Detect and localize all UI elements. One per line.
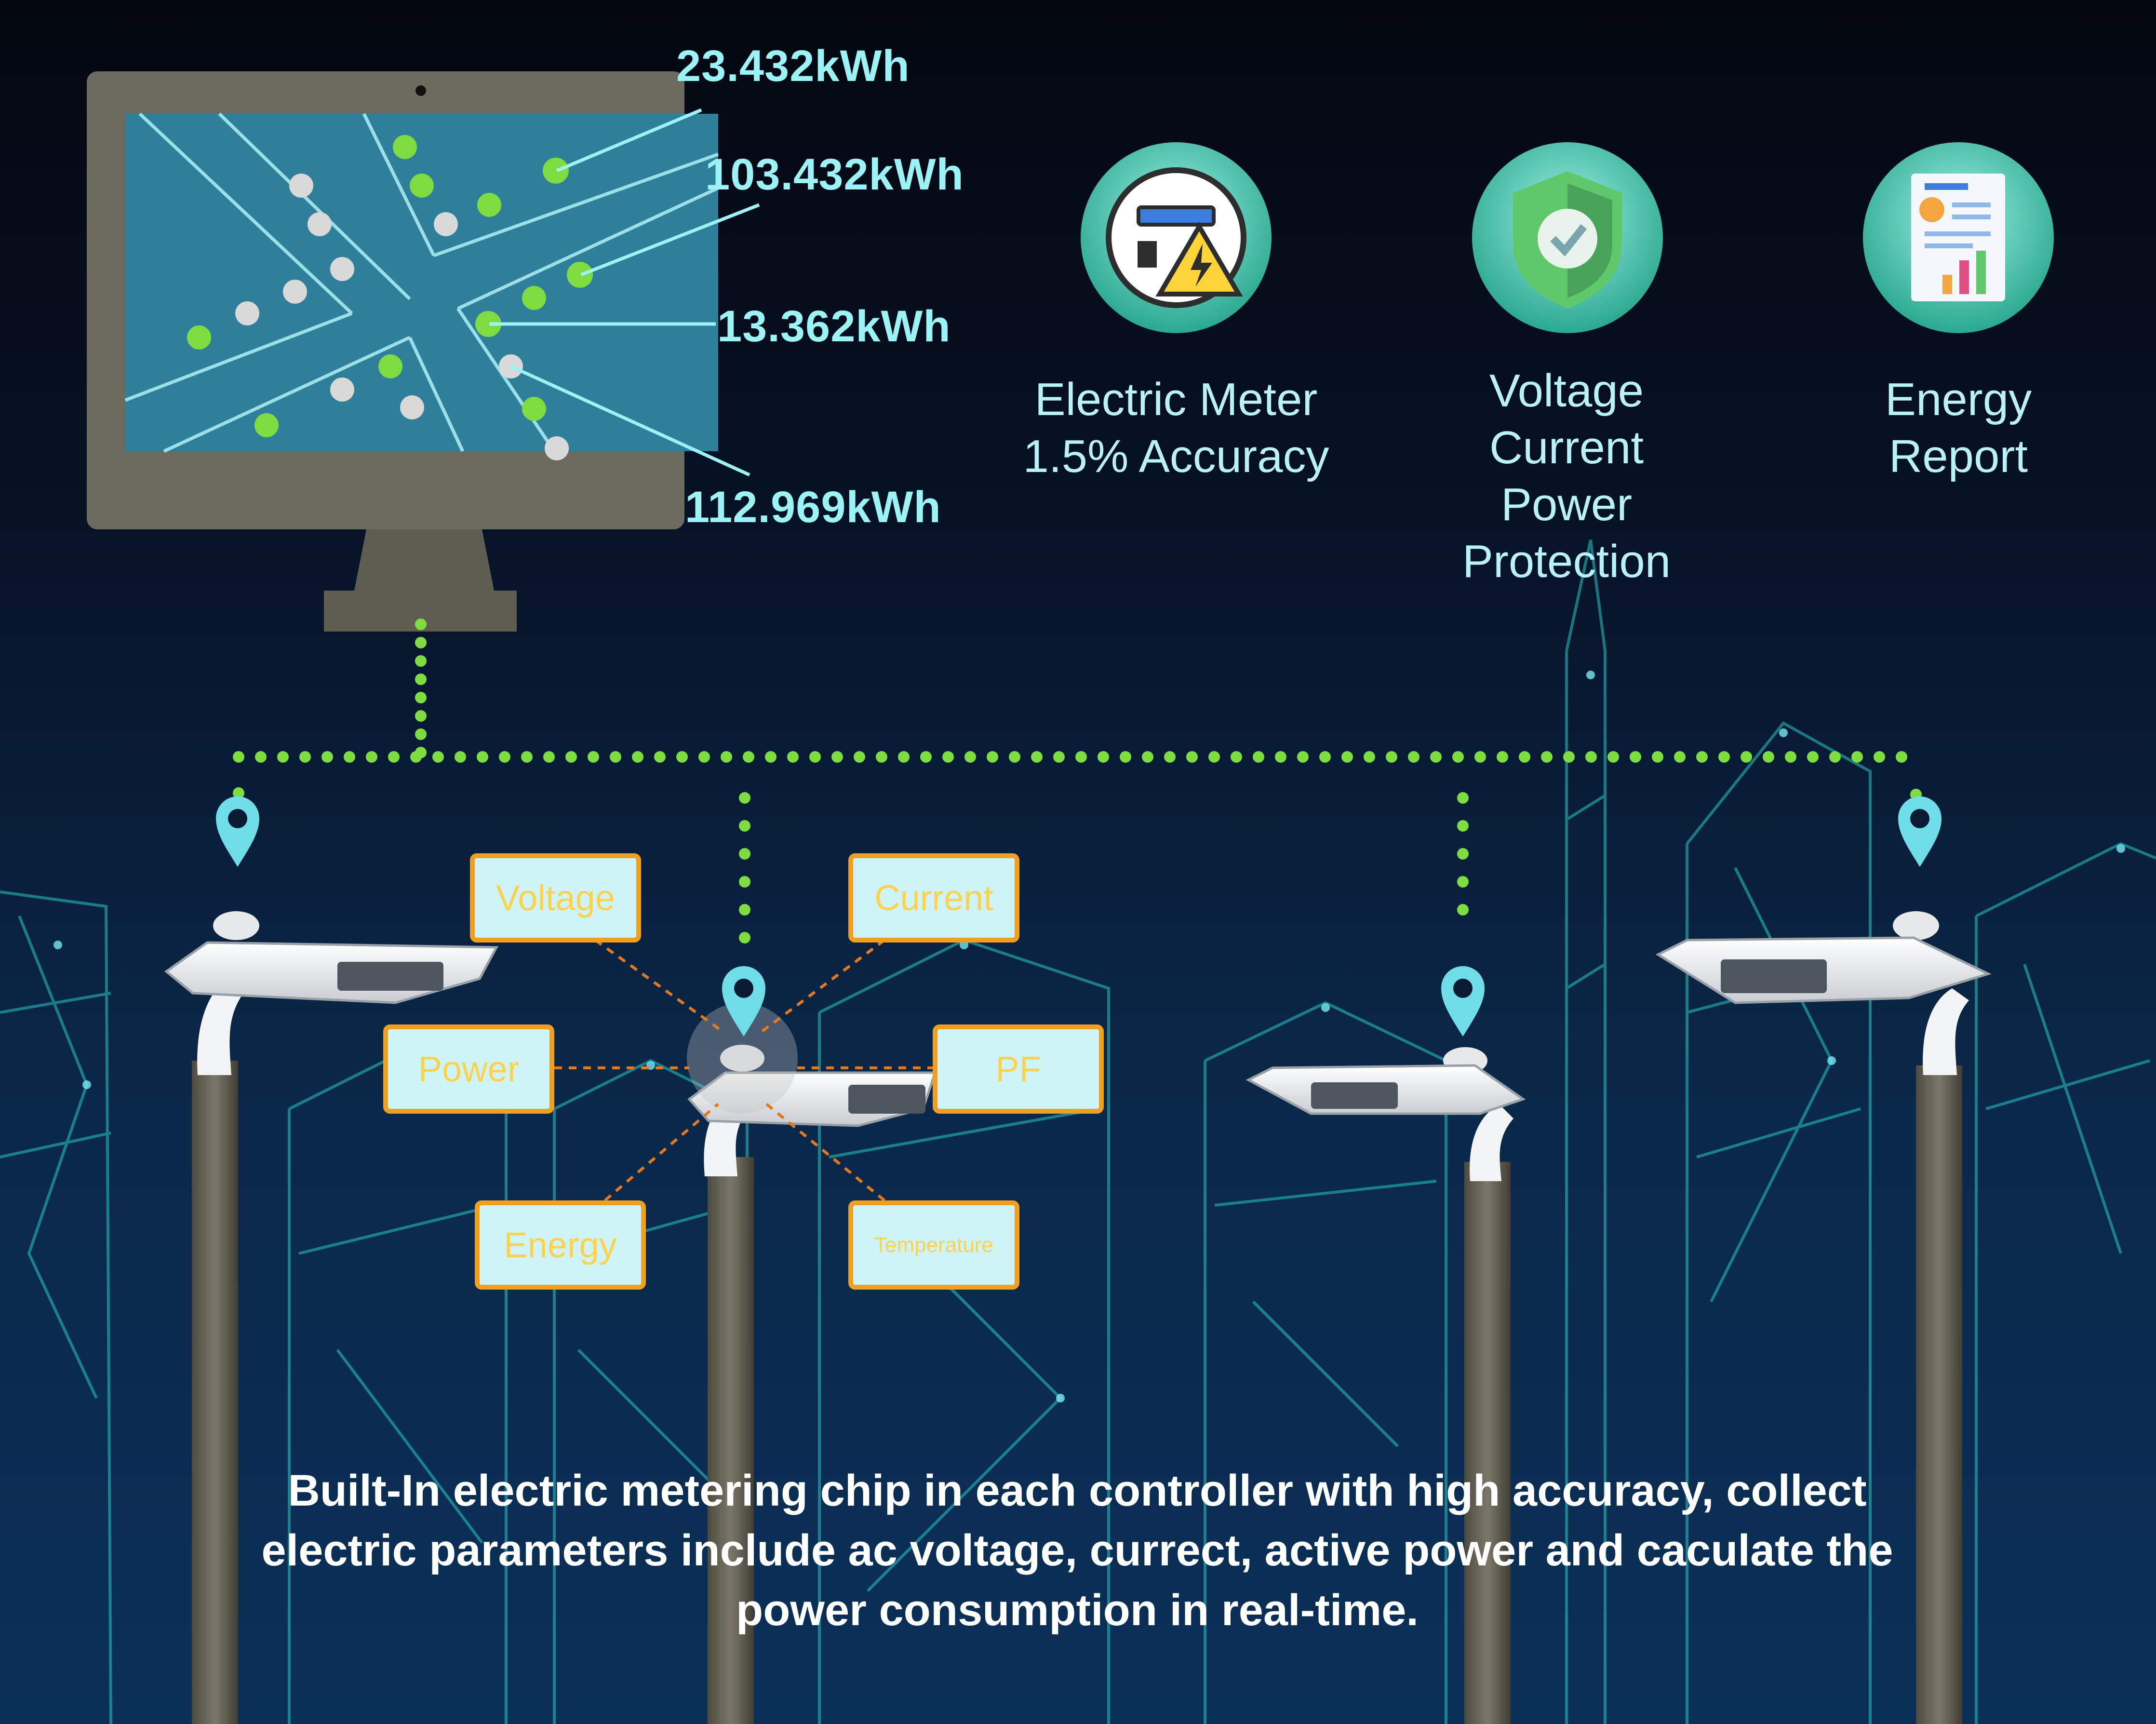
caption-line-2: electric parameters include ac voltage, … [261, 1526, 1893, 1575]
feature-protection-line-1: Voltage [1489, 365, 1644, 417]
param-pf-box: PF [933, 1024, 1104, 1114]
param-power-box: Power [383, 1024, 554, 1114]
monitor [87, 71, 760, 632]
meter-feature-icon [1081, 142, 1272, 333]
param-voltage-box: Voltage [470, 853, 641, 943]
street-light-3 [1245, 1047, 1526, 1724]
report-feature-icon [1863, 142, 2054, 333]
parameter-connectors [554, 939, 935, 1202]
reading-3: 13.362kWh [717, 302, 951, 351]
caption-line-3: power consumption in real-time. [736, 1586, 1419, 1635]
controller-highlight [687, 1003, 798, 1114]
param-temperature-box: Temperature [848, 1200, 1019, 1290]
street-light-4 [1655, 911, 1992, 1724]
network-connection-lines [233, 619, 1922, 965]
intersection-map [124, 112, 719, 453]
feature-protection-label: Voltage Current Power Protection [1398, 363, 1735, 590]
feature-meter-line-2: 1.5% Accuracy [1023, 431, 1329, 482]
feature-protection-line-4: Protection [1462, 536, 1671, 587]
param-energy-box: Energy [475, 1200, 646, 1290]
reading-leader-lines [489, 108, 760, 477]
street-light-2 [687, 1003, 937, 1724]
feature-report-line-2: Report [1888, 431, 2028, 482]
param-current-box: Current [848, 853, 1019, 943]
feature-meter-line-1: Electric Meter [1034, 374, 1318, 425]
feature-meter-label: Electric Meter 1.5% Accuracy [983, 371, 1369, 485]
feature-protection-line-2: Current [1489, 422, 1644, 473]
reading-1: 23.432kWh [676, 41, 910, 91]
feature-report-line-1: Energy [1885, 374, 2032, 425]
shield-feature-icon [1472, 142, 1663, 333]
map-nodes [187, 135, 593, 460]
street-light-1 [164, 911, 499, 1724]
feature-report-label: Energy Report [1814, 371, 2103, 485]
location-pin-icons [216, 796, 1942, 1037]
caption-line-1: Built-In electric metering chip in each … [288, 1466, 1867, 1515]
feature-protection-line-3: Power [1500, 479, 1633, 530]
reading-2: 103.432kWh [705, 150, 964, 199]
reading-4: 112.969kWh [685, 483, 941, 532]
description-caption: Built-In electric metering chip in each … [125, 1461, 2029, 1640]
